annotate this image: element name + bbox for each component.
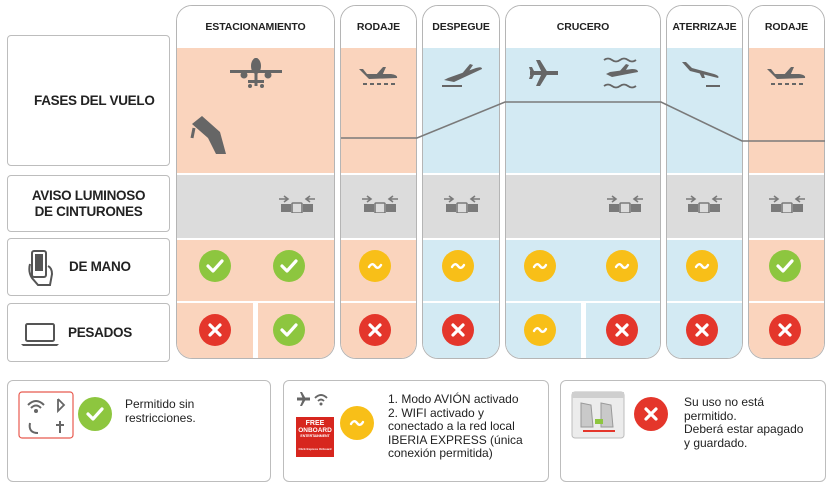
legend-forbidden: Su uso no está permitido. Deberá estar a… <box>560 380 826 482</box>
legend-forbidden-line2: permitido. <box>684 408 737 423</box>
legend-allowed-line2: restricciones. <box>125 411 196 425</box>
seatbelt-icon <box>362 195 398 213</box>
column-header: RODAJE <box>341 6 416 48</box>
turbulence-plane-icon <box>603 57 638 89</box>
mano-conditional-badge <box>606 250 638 282</box>
tilde-icon <box>367 263 383 269</box>
forbidden-badge <box>634 397 668 431</box>
row-label-aviso-line1: AVISO LUMINOSO <box>31 187 146 203</box>
mano-allowed-badge <box>273 250 305 282</box>
legend-forbidden-line1: Su uso no está <box>684 395 765 409</box>
cross-icon <box>615 323 629 337</box>
legend-allowed-line1: Permitido sin <box>125 397 195 411</box>
tilde-icon <box>694 263 710 269</box>
row-label-mano-text: DE MANO <box>69 259 131 274</box>
landing-plane-icon <box>682 62 720 87</box>
cross-icon <box>451 323 465 337</box>
card-line1: FREE <box>305 420 325 427</box>
devices-allowed-icon <box>18 391 74 439</box>
fuel-nozzle-icon <box>190 116 226 154</box>
row-label-fases: FASES DEL VUELO <box>7 35 170 166</box>
legend-conditional-line1: 1. Modo AVIÓN activado <box>388 392 519 406</box>
row-label-mano: DE MANO <box>7 238 170 296</box>
column-despegue: DESPEGUE <box>422 5 500 359</box>
cruise-plane-icon <box>529 60 558 86</box>
column-crucero: CRUCERO <box>505 5 661 359</box>
tilde-icon <box>614 263 630 269</box>
mano-conditional-badge <box>359 250 391 282</box>
column-header: RODAJE <box>749 6 824 48</box>
tilde-icon <box>349 420 365 426</box>
pesados-forbidden-badge <box>442 314 474 346</box>
row-label-pesados: PESADOS <box>7 303 170 362</box>
taxi-plane-icon-2 <box>767 67 806 85</box>
legend-conditional-line2: 2. WIFI activado y <box>388 405 485 420</box>
legend-forbidden-line3: Deberá estar apagado <box>684 422 804 436</box>
cross-icon <box>208 323 222 337</box>
column-header: CRUCERO <box>506 6 660 48</box>
seatbelt-icon <box>686 195 722 213</box>
seatbelt-icon <box>769 195 805 213</box>
check-icon <box>280 259 298 273</box>
card-line4: Click Express Onboard <box>298 447 332 451</box>
mano-conditional-badge <box>686 250 718 282</box>
tilde-icon <box>532 327 548 333</box>
check-icon <box>86 407 104 421</box>
column-header: ATERRIZAJE <box>667 6 742 48</box>
pesados-forbidden-badge <box>686 314 718 346</box>
cross-icon <box>778 323 792 337</box>
card-line3: ENTERTAINMENT <box>300 434 330 438</box>
legend-conditional-line5: conexión permitida) <box>388 446 493 460</box>
legend-conditional: FREE ONBOARD ENTERTAINMENT Click Express… <box>283 380 549 482</box>
pesados-conditional-badge <box>524 314 556 346</box>
seatbelt-icon <box>607 195 643 213</box>
mano-allowed-badge <box>769 250 801 282</box>
pesados-forbidden-badge <box>769 314 801 346</box>
column-rodaje-2: RODAJE <box>748 5 825 359</box>
laptop-icon <box>21 323 59 346</box>
pesados-forbidden-badge <box>199 314 231 346</box>
flight-profile-line <box>341 101 825 142</box>
mano-allowed-badge <box>199 250 231 282</box>
smartphone-hand-icon <box>28 250 54 286</box>
parked-plane-icon <box>230 58 282 88</box>
pesados-forbidden-badge <box>359 314 391 346</box>
pesados-allowed-badge <box>273 314 305 346</box>
seatbelt-icon <box>444 195 480 213</box>
check-icon <box>776 259 794 273</box>
stowed-device-seat-icon <box>571 391 625 439</box>
legend-allowed: Permitido sin restricciones. <box>7 380 271 482</box>
column-rodaje-1: RODAJE <box>340 5 417 359</box>
legend-forbidden-line4: y guardado. <box>684 435 748 450</box>
seatbelt-icon <box>279 195 315 213</box>
cross-icon <box>644 407 658 421</box>
legend-conditional-line4: IBERIA EXPRESS (única <box>388 432 523 447</box>
row-label-aviso: AVISO LUMINOSO DE CINTURONES <box>7 175 170 232</box>
pesados-forbidden-badge <box>606 314 638 346</box>
row-label-aviso-line2: DE CINTURONES <box>34 203 143 219</box>
check-icon <box>280 323 298 337</box>
cross-icon <box>695 323 709 337</box>
plane-wifi-icon <box>297 392 328 406</box>
card-line2: ONBOARD <box>298 427 332 434</box>
takeoff-plane-icon <box>442 64 482 87</box>
cross-icon <box>368 323 382 337</box>
tilde-icon <box>450 263 466 269</box>
mano-conditional-badge <box>442 250 474 282</box>
column-header: ESTACIONAMIENTO <box>177 6 334 48</box>
legend-conditional-line3: conectado a la red local <box>388 419 515 433</box>
column-header: DESPEGUE <box>423 6 499 48</box>
tilde-icon <box>532 263 548 269</box>
taxi-plane-icon <box>359 67 398 85</box>
allowed-badge <box>78 397 112 431</box>
row-label-pesados-text: PESADOS <box>68 324 132 340</box>
mano-conditional-badge <box>524 250 556 282</box>
free-onboard-card: FREE ONBOARD ENTERTAINMENT Click Express… <box>296 417 334 457</box>
row-label-fases-text: FASES DEL VUELO <box>34 92 155 108</box>
check-icon <box>206 259 224 273</box>
conditional-badge <box>340 406 374 440</box>
